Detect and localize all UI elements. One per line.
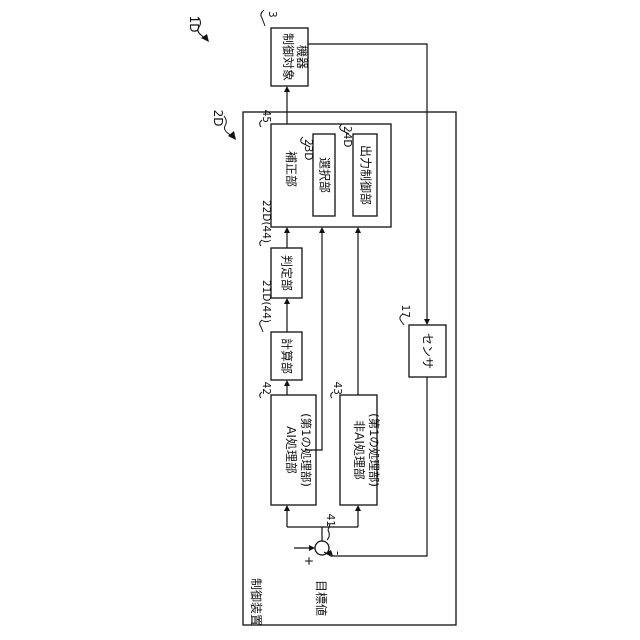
judgement-label: 判定部 <box>280 255 295 291</box>
plus-sign: + <box>302 556 316 566</box>
calculation-label: 計算部 <box>280 338 295 374</box>
selection-ref: 23D <box>302 139 314 160</box>
correction-ref: 45 <box>260 110 272 123</box>
ai-processor-line1: AI処理部 <box>284 426 299 474</box>
device-label: 2D <box>211 110 225 127</box>
subtractor-ref: 41 <box>324 514 336 527</box>
correction-label: 補正部 <box>284 151 299 187</box>
judgement-ref: 22D(44) <box>260 200 272 243</box>
output-control-ref: 24D <box>341 126 353 147</box>
selection-label: 選択部 <box>318 157 333 193</box>
calculation-ref: 21D(44) <box>260 280 272 323</box>
output-control-label: 出力制御部 <box>359 145 374 205</box>
sensor-label: センサ <box>421 333 435 369</box>
controlled-device-ref: 3 <box>266 11 278 18</box>
non-ai-processor-line1: 非AI処理部 <box>352 420 367 480</box>
target-input-label: 目標値 <box>314 580 329 616</box>
device-name: 制御装置 <box>249 578 264 626</box>
non-ai-processor-line2: (第1の処理部) <box>367 413 381 487</box>
minus-sign: - <box>331 551 345 555</box>
controlled-device-line1: 制御対象 <box>281 33 296 81</box>
non-ai-processor-ref: 43 <box>331 382 343 395</box>
controlled-device-line2: 機器 <box>295 45 310 69</box>
sensor-ref: 17 <box>399 305 411 318</box>
ai-processor-ref: 42 <box>260 382 272 395</box>
